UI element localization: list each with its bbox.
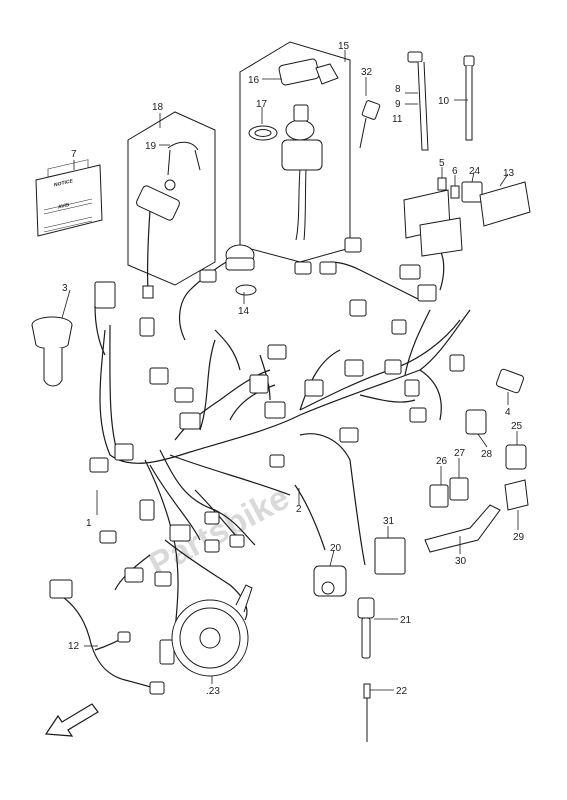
avis-label-text: AVIS (58, 202, 70, 211)
callout-8: 8 (395, 84, 401, 95)
callout-17: 17 (256, 99, 268, 110)
callout-11: 11 (392, 114, 403, 125)
callout-18: 18 (152, 102, 164, 113)
rubber-boot-part-3 (31, 316, 73, 387)
relay-part-20 (313, 565, 347, 597)
cable-ties-parts-8-11 (407, 51, 475, 151)
callout-leader-lines (61, 50, 519, 691)
callout-14: 14 (238, 306, 250, 317)
front-direction-arrow-icon (44, 703, 99, 737)
callout-29: 29 (513, 532, 525, 543)
callout-7: 7 (71, 149, 77, 160)
relay-fuse-box-parts (403, 177, 531, 257)
callout-32: 32 (361, 67, 373, 78)
callout-28: 28 (481, 449, 493, 460)
callout-12: 12 (68, 641, 80, 652)
ignition-switch-part-15 (248, 58, 381, 241)
notice-label-text: NOTICE (54, 178, 73, 188)
callout-15: 15 (338, 41, 350, 52)
callout-10: 10 (438, 96, 450, 107)
callout-22: 22 (396, 686, 408, 697)
callout-24: 24 (469, 166, 481, 177)
callout-25: 25 (511, 421, 523, 432)
callout-1: 1 (86, 518, 92, 529)
callout-2: 2 (296, 504, 302, 515)
callout-19: 19 (145, 141, 157, 152)
callout-21: 21 (400, 615, 412, 626)
callout-labels: 1 2 3 4 5 6 7 8 9 10 11 12 13 14 15 16 1… (62, 41, 525, 697)
callout-16: 16 (248, 75, 260, 86)
callout-6: 6 (452, 166, 458, 177)
side-components (374, 368, 529, 575)
key-switch-part-14 (225, 244, 257, 296)
horn-part-23 (171, 584, 253, 677)
callout-20: 20 (330, 543, 342, 554)
watermark: Partsbike (142, 479, 295, 584)
harness-connectors (49, 237, 465, 695)
sensor-part-21 (357, 597, 375, 742)
callout-27: 27 (454, 448, 466, 459)
callout-3: 3 (62, 283, 68, 294)
callout-4: 4 (505, 407, 511, 418)
callout-13: 13 (503, 168, 515, 179)
callout-30: 30 (455, 556, 467, 567)
handlebar-switch-part-18 (136, 141, 201, 299)
handlebar-switch-group-box (127, 111, 216, 286)
callout-31: 31 (383, 516, 395, 527)
callout-23: .23 (206, 686, 220, 697)
callout-26: 26 (436, 456, 448, 467)
callout-5: 5 (439, 158, 445, 169)
callout-9: 9 (395, 99, 401, 110)
notice-label-part-7: NOTICE AVIS (35, 159, 103, 237)
